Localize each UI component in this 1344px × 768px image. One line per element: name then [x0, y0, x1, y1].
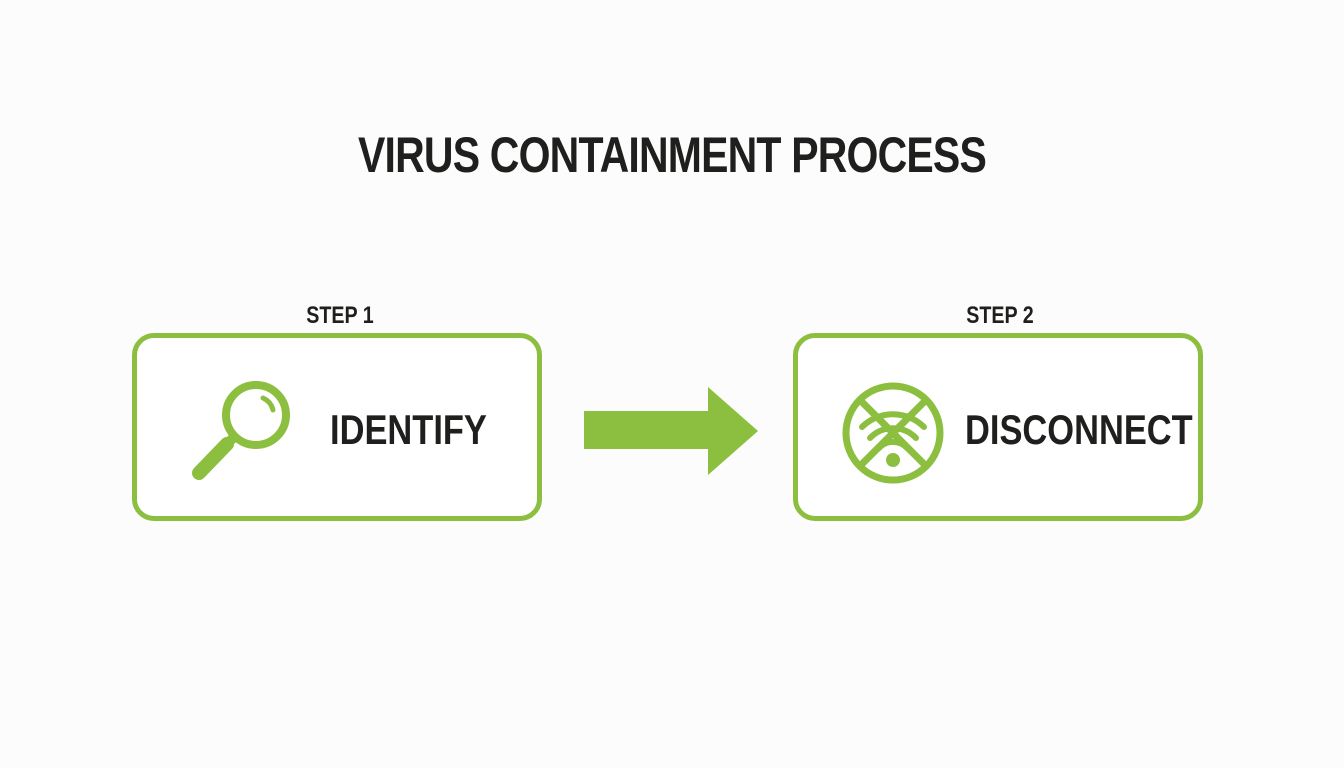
wifi-off-icon [842, 382, 944, 484]
step-1-card: IDENTIFY [132, 333, 542, 521]
step-1-label: STEP 1 [306, 302, 374, 329]
arrow-right-icon [584, 387, 758, 475]
step-2-text: DISCONNECT [965, 406, 1193, 453]
magnifying-glass-icon [192, 381, 290, 480]
step-2-card: DISCONNECT [793, 333, 1203, 521]
step-2-label: STEP 2 [966, 302, 1034, 329]
diagram-title: VIRUS CONTAINMENT PROCESS [358, 127, 987, 183]
step-1-text: IDENTIFY [330, 406, 487, 453]
